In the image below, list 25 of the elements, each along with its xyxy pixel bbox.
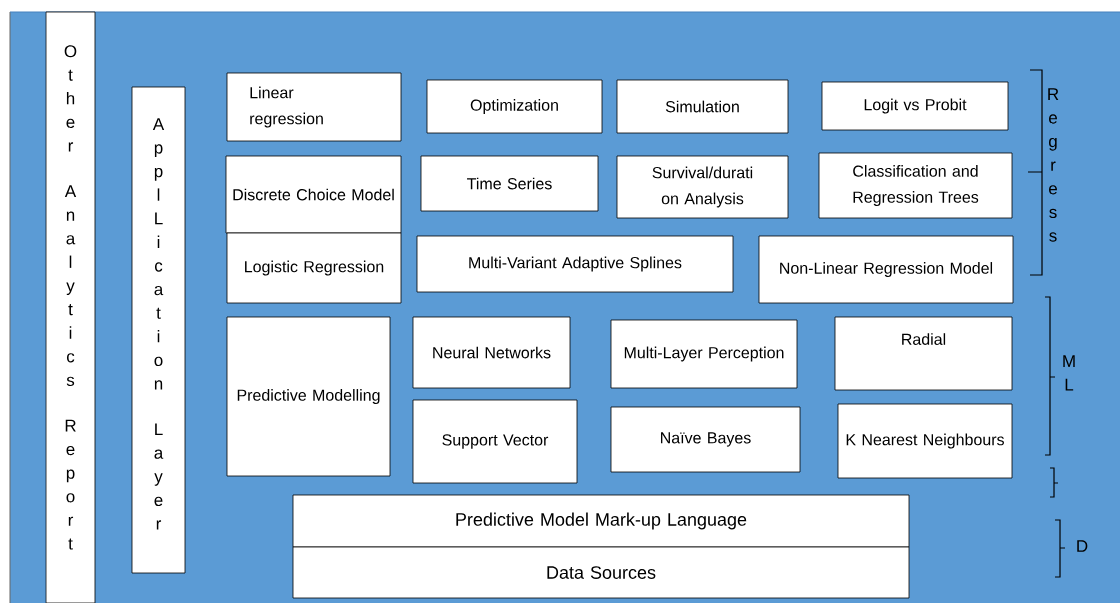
method-box: Optimization [426,79,603,134]
bracket-label: Regress [1048,88,1059,242]
vertical-label-box: Other Analytics Report [45,11,96,603]
layer-box: Data Sources [292,546,910,599]
method-box: K Nearest Neighbours [837,403,1013,479]
method-box: Multi-Layer Perception [610,319,798,389]
layer-box: Predictive Model Mark-up Language [292,494,910,548]
method-box: Predictive Modelling [226,316,391,477]
method-box: Radial [834,316,1013,391]
method-box: Discrete Choice Model [225,155,402,234]
method-box: Linear regression [226,72,402,142]
method-box: Simulation [616,79,789,134]
bracket-label: D [1077,540,1088,552]
method-box: Multi-Variant Adaptive Splines [416,235,734,293]
method-box: Survival/durati on Analysis [616,155,789,219]
method-box: Naïve Bayes [610,406,801,473]
method-box: Time Series [420,155,599,212]
method-box: Non-Linear Regression Model [758,235,1014,304]
method-box: Logit vs Probit [821,81,1009,131]
vertical-label-box: ApplLication Layer [131,86,186,574]
method-box: Logistic Regression [226,232,402,304]
method-box: Neural Networks [412,316,571,389]
bracket-label: ML [1063,355,1075,391]
method-box: Classification and Regression Trees [818,152,1013,219]
method-box: Support Vector [412,399,578,484]
